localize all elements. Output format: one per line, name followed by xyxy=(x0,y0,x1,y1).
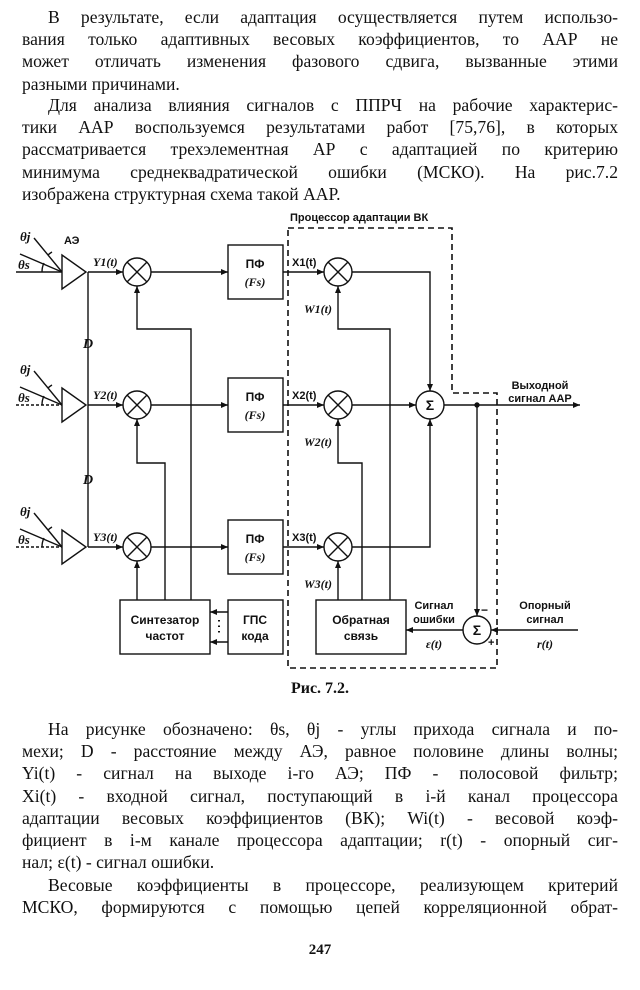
processor-boundary xyxy=(287,227,498,669)
text-line: тики ААР воспользуемся результатами рабо… xyxy=(22,117,618,138)
x3-label: X3(t) xyxy=(292,532,317,544)
mixer-3b xyxy=(323,532,353,562)
text-line: На рисунке обозначено: θs, θj - углы при… xyxy=(48,719,618,739)
channel-1-wires xyxy=(88,269,433,391)
antenna-element-2 xyxy=(16,370,88,424)
text-line: Xi(t) - входной сигнал, поступающий в i-… xyxy=(22,785,618,806)
theta-j-label-3: θj xyxy=(20,504,31,519)
filter-1-label: ПФ xyxy=(246,257,265,271)
feedback-label-2: связь xyxy=(344,629,378,643)
text-line: минимума среднеквадратической ошибки (МС… xyxy=(22,161,618,182)
theta-s-label-3: θs xyxy=(18,532,30,547)
output-label-line-1: Выходной xyxy=(512,380,569,392)
reference-symbol: r(t) xyxy=(537,637,553,651)
w1-label: W1(t) xyxy=(304,302,332,316)
weight-wire-1 xyxy=(335,286,391,600)
text-line: вания только адаптивных весовых коэффици… xyxy=(22,29,618,50)
theta-j-label-2: θj xyxy=(20,362,31,377)
bandpass-filter-3 xyxy=(227,519,284,575)
theta-j-label-1: θj xyxy=(20,229,31,244)
channel-3-wires xyxy=(88,419,433,550)
filter-3-label: ПФ xyxy=(246,532,265,546)
bandpass-filter-1 xyxy=(227,244,284,300)
error-summer xyxy=(462,615,492,645)
output-summer xyxy=(415,390,445,420)
paragraph-1: В результате, если адаптация осуществляе… xyxy=(22,6,618,95)
sum-symbol-error: Σ xyxy=(473,622,481,638)
paragraph-3: На рисунке обозначено: θs, θj - углы при… xyxy=(22,718,618,873)
page-number: 247 xyxy=(308,942,332,958)
prn-code-generator-box xyxy=(227,599,284,655)
processor-title: Процессор адаптации ВК xyxy=(290,212,428,224)
mixer-2a xyxy=(122,390,152,420)
lo-wire-1 xyxy=(134,286,192,600)
x1-label: X1(t) xyxy=(292,257,317,269)
weight-wire-2 xyxy=(335,419,363,600)
mixer-3a xyxy=(122,532,152,562)
text-line: Весовые коэффициенты в процессоре, реали… xyxy=(48,875,618,895)
plus-sign: + xyxy=(488,637,494,649)
text-line: рассматривается трехэлементная АР с адап… xyxy=(22,139,618,160)
text-line: нал; ε(t) - сигнал ошибки. xyxy=(22,852,215,873)
text-line: Yi(t) - сигнал на выходе i-го АЭ; ПФ - п… xyxy=(22,763,618,784)
lo-wire-2 xyxy=(134,419,166,600)
text-line: МСКО, формируются с помощью цепей коррел… xyxy=(22,897,618,918)
spacing-label-1: D xyxy=(82,337,93,352)
mixer-2b xyxy=(323,390,353,420)
frequency-synthesizer-box xyxy=(119,599,211,655)
spacing-label-2: D xyxy=(82,473,93,488)
mixer-1b xyxy=(323,257,353,287)
text-line: Для анализа влияния сигналов с ППРЧ на р… xyxy=(48,95,618,115)
sum-symbol-main: Σ xyxy=(426,397,434,413)
text-line: может отличать изменения фазового сдвига… xyxy=(22,51,618,72)
bandpass-filter-2 xyxy=(227,377,284,433)
minus-sign: − xyxy=(481,603,488,617)
antenna-element-1 xyxy=(16,237,88,291)
synth-label-1: Синтезатор xyxy=(131,613,200,627)
y3-label: Y3(t) xyxy=(93,530,118,544)
y1-label: Y1(t) xyxy=(93,255,118,269)
feedback-label-1: Обратная xyxy=(332,613,390,627)
text-line: мехи; D - расстояние между АЭ, равное по… xyxy=(22,741,618,762)
gps-label-1: ГПС xyxy=(243,613,267,627)
block-diagram-adaptive-array: Процессор адаптации ВК АЭ θj θs θj θs θj… xyxy=(16,212,580,669)
theta-s-label-2: θs xyxy=(18,390,30,405)
mixer-1a xyxy=(122,257,152,287)
text-line: адаптации весовых коэффициентов (ВК); Wi… xyxy=(22,807,618,828)
figure-caption: Рис. 7.2. xyxy=(290,680,350,697)
reference-label-1: Опорный xyxy=(519,600,570,612)
output-label-line-2: сигнал ААР xyxy=(508,393,572,405)
filter-1-freq: (Fs) xyxy=(245,275,266,289)
theta-s-label-1: θs xyxy=(18,257,30,272)
w2-label: W2(t) xyxy=(304,435,332,449)
text-line: фициент в i-м канале процессора адаптаци… xyxy=(22,830,618,851)
filter-3-freq: (Fs) xyxy=(245,550,266,564)
antenna-label: АЭ xyxy=(64,235,80,247)
antenna-element-3 xyxy=(16,512,88,566)
text-line: В результате, если адаптация осуществляе… xyxy=(48,7,618,27)
paragraph-2: Для анализа влияния сигналов с ППРЧ на р… xyxy=(22,94,618,205)
error-label-1: Сигнал xyxy=(414,600,453,612)
x2-label: X2(t) xyxy=(292,390,317,402)
error-symbol: ε(t) xyxy=(426,637,442,651)
text-line: изображена структурная схема такой ААР. xyxy=(22,183,341,204)
reference-label-2: сигнал xyxy=(526,614,563,626)
gps-label-2: кода xyxy=(241,629,269,643)
paragraph-4: Весовые коэффициенты в процессоре, реали… xyxy=(22,874,618,918)
filter-2-freq: (Fs) xyxy=(245,408,266,422)
feedback-box xyxy=(315,599,407,655)
synth-label-2: частот xyxy=(146,629,185,643)
error-label-2: ошибки xyxy=(413,614,455,626)
w3-label: W3(t) xyxy=(304,577,332,591)
text-line: разными причинами. xyxy=(22,73,180,94)
filter-2-label: ПФ xyxy=(246,390,265,404)
y2-label: Y2(t) xyxy=(93,388,118,402)
